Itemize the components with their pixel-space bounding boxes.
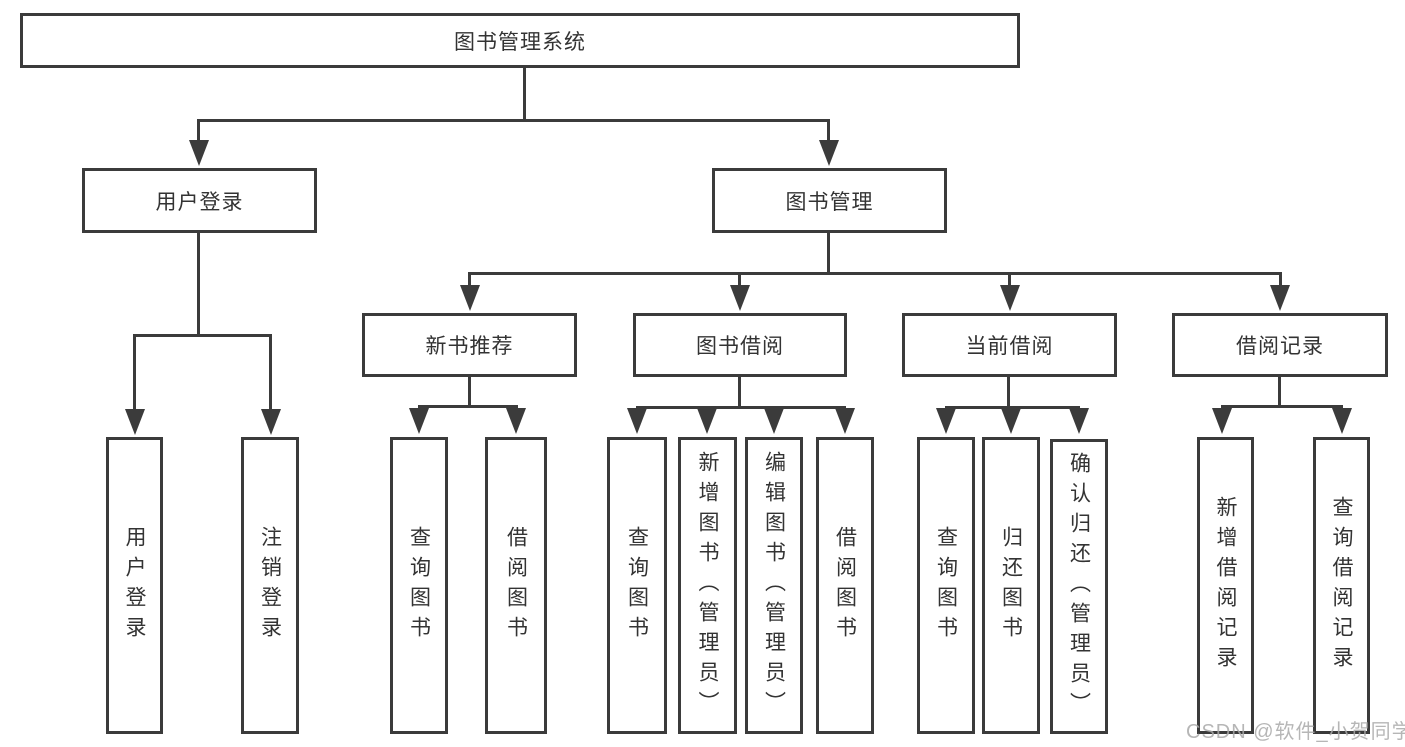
- leaf-borrow-books-1: 借阅图书: [485, 437, 547, 734]
- connector-leaf-logout-stub: [269, 334, 272, 409]
- node-root: 图书管理系统: [20, 13, 1020, 68]
- leaf-query-borrow-record-label: 查询借阅记录: [1330, 495, 1354, 676]
- node-user-login: 用户登录: [82, 168, 317, 233]
- connector-book-borrow-bus: [636, 406, 846, 409]
- node-book-management-label: 图书管理: [785, 190, 874, 214]
- connector-query-books-3-arrow: [936, 408, 956, 434]
- leaf-query-books-2: 查询图书: [607, 437, 667, 734]
- connector-leaf-logout-arrow: [261, 409, 281, 435]
- connector-current-borrow-stem: [1007, 377, 1010, 406]
- leaf-logout-login-label: 注销登录: [258, 525, 282, 646]
- leaf-add-borrow-record-label: 新增借阅记录: [1214, 495, 1238, 676]
- leaf-query-books-3-label: 查询图书: [934, 525, 958, 646]
- connector-borrow-books-1-arrow: [506, 408, 526, 434]
- connector-book-borrow-arrow: [730, 285, 750, 311]
- connector-borrow-records-bus: [1221, 405, 1343, 408]
- connector-query-books-1-arrow: [409, 408, 429, 434]
- connector-user-login-stem: [197, 233, 200, 334]
- connector-return-books-arrow: [1001, 408, 1021, 434]
- node-borrow-records-label: 借阅记录: [1236, 335, 1324, 358]
- node-new-book-recommend-label: 新书推荐: [425, 335, 514, 358]
- node-current-borrow: 当前借阅: [902, 313, 1117, 377]
- connector-edit-book-arrow: [764, 408, 784, 434]
- leaf-logout-login: 注销登录: [241, 437, 299, 734]
- node-borrow-records: 借阅记录: [1172, 313, 1388, 377]
- node-new-book-recommend: 新书推荐: [362, 313, 577, 377]
- node-book-borrow-label: 图书借阅: [696, 335, 784, 358]
- connector-root-stem: [523, 68, 526, 119]
- connector-user-login-stub: [197, 119, 200, 142]
- connector-new-book-arrow: [460, 285, 480, 311]
- leaf-return-books: 归还图书: [982, 437, 1040, 734]
- node-book-borrow: 图书借阅: [633, 313, 847, 377]
- leaf-user-login: 用户登录: [106, 437, 163, 734]
- leaf-borrow-books-1-label: 借阅图书: [504, 525, 528, 646]
- connector-user-login-bus: [133, 334, 272, 337]
- connector-level3-bus: [468, 272, 1282, 275]
- connector-query-record-arrow: [1332, 408, 1352, 434]
- connector-book-borrow-stem: [738, 377, 741, 406]
- leaf-add-borrow-record: 新增借阅记录: [1197, 437, 1254, 734]
- node-root-label: 图书管理系统: [454, 30, 586, 54]
- connector-book-mgmt-stub: [827, 119, 830, 142]
- leaf-borrow-books-2: 借阅图书: [816, 437, 874, 734]
- connector-leaf-user-login-stub: [133, 334, 136, 409]
- leaf-return-books-label: 归还图书: [999, 525, 1023, 646]
- connector-confirm-return-arrow: [1069, 408, 1089, 434]
- connector-current-borrow-arrow: [1000, 285, 1020, 311]
- leaf-borrow-books-2-label: 借阅图书: [833, 525, 857, 646]
- connector-book-mgmt-stem: [827, 233, 830, 272]
- node-user-login-label: 用户登录: [155, 190, 244, 214]
- connector-level2-bus: [197, 119, 830, 122]
- leaf-confirm-return-admin-label: 确认归还（管理员）: [1067, 451, 1091, 722]
- connector-borrow-records-stub: [1279, 272, 1282, 286]
- leaf-query-borrow-record: 查询借阅记录: [1313, 437, 1370, 734]
- csdn-watermark: CSDN @软件_小贺同学: [1186, 721, 1405, 743]
- leaf-confirm-return-admin: 确认归还（管理员）: [1050, 439, 1108, 734]
- node-current-borrow-label: 当前借阅: [965, 335, 1054, 358]
- leaf-add-book-admin-label: 新增图书（管理员）: [696, 450, 720, 721]
- connector-book-borrow-stub: [738, 272, 741, 286]
- leaf-edit-book-admin-label: 编辑图书（管理员）: [762, 450, 786, 721]
- connector-borrow-records-stem: [1278, 377, 1281, 405]
- connector-add-book-arrow: [697, 408, 717, 434]
- connector-current-borrow-bus: [945, 406, 1080, 409]
- connector-book-mgmt-arrow: [819, 140, 839, 166]
- node-book-management: 图书管理: [712, 168, 947, 233]
- connector-add-record-arrow: [1212, 408, 1232, 434]
- connector-borrow-books-2-arrow: [835, 408, 855, 434]
- leaf-query-books-3: 查询图书: [917, 437, 975, 734]
- connector-borrow-records-arrow: [1270, 285, 1290, 311]
- connector-leaf-user-login-arrow: [125, 409, 145, 435]
- leaf-add-book-admin: 新增图书（管理员）: [678, 437, 737, 734]
- leaf-query-books-2-label: 查询图书: [625, 525, 649, 646]
- connector-user-login-arrow: [189, 140, 209, 166]
- leaf-query-books-1-label: 查询图书: [407, 525, 431, 646]
- leaf-edit-book-admin: 编辑图书（管理员）: [745, 437, 803, 734]
- connector-current-borrow-stub: [1008, 272, 1011, 286]
- connector-new-book-stem: [468, 377, 471, 405]
- connector-new-book-bus: [418, 405, 518, 408]
- leaf-query-books-1: 查询图书: [390, 437, 448, 734]
- connector-query-books-2-arrow: [627, 408, 647, 434]
- connector-new-book-stub: [468, 272, 471, 286]
- leaf-user-login-label: 用户登录: [123, 525, 147, 646]
